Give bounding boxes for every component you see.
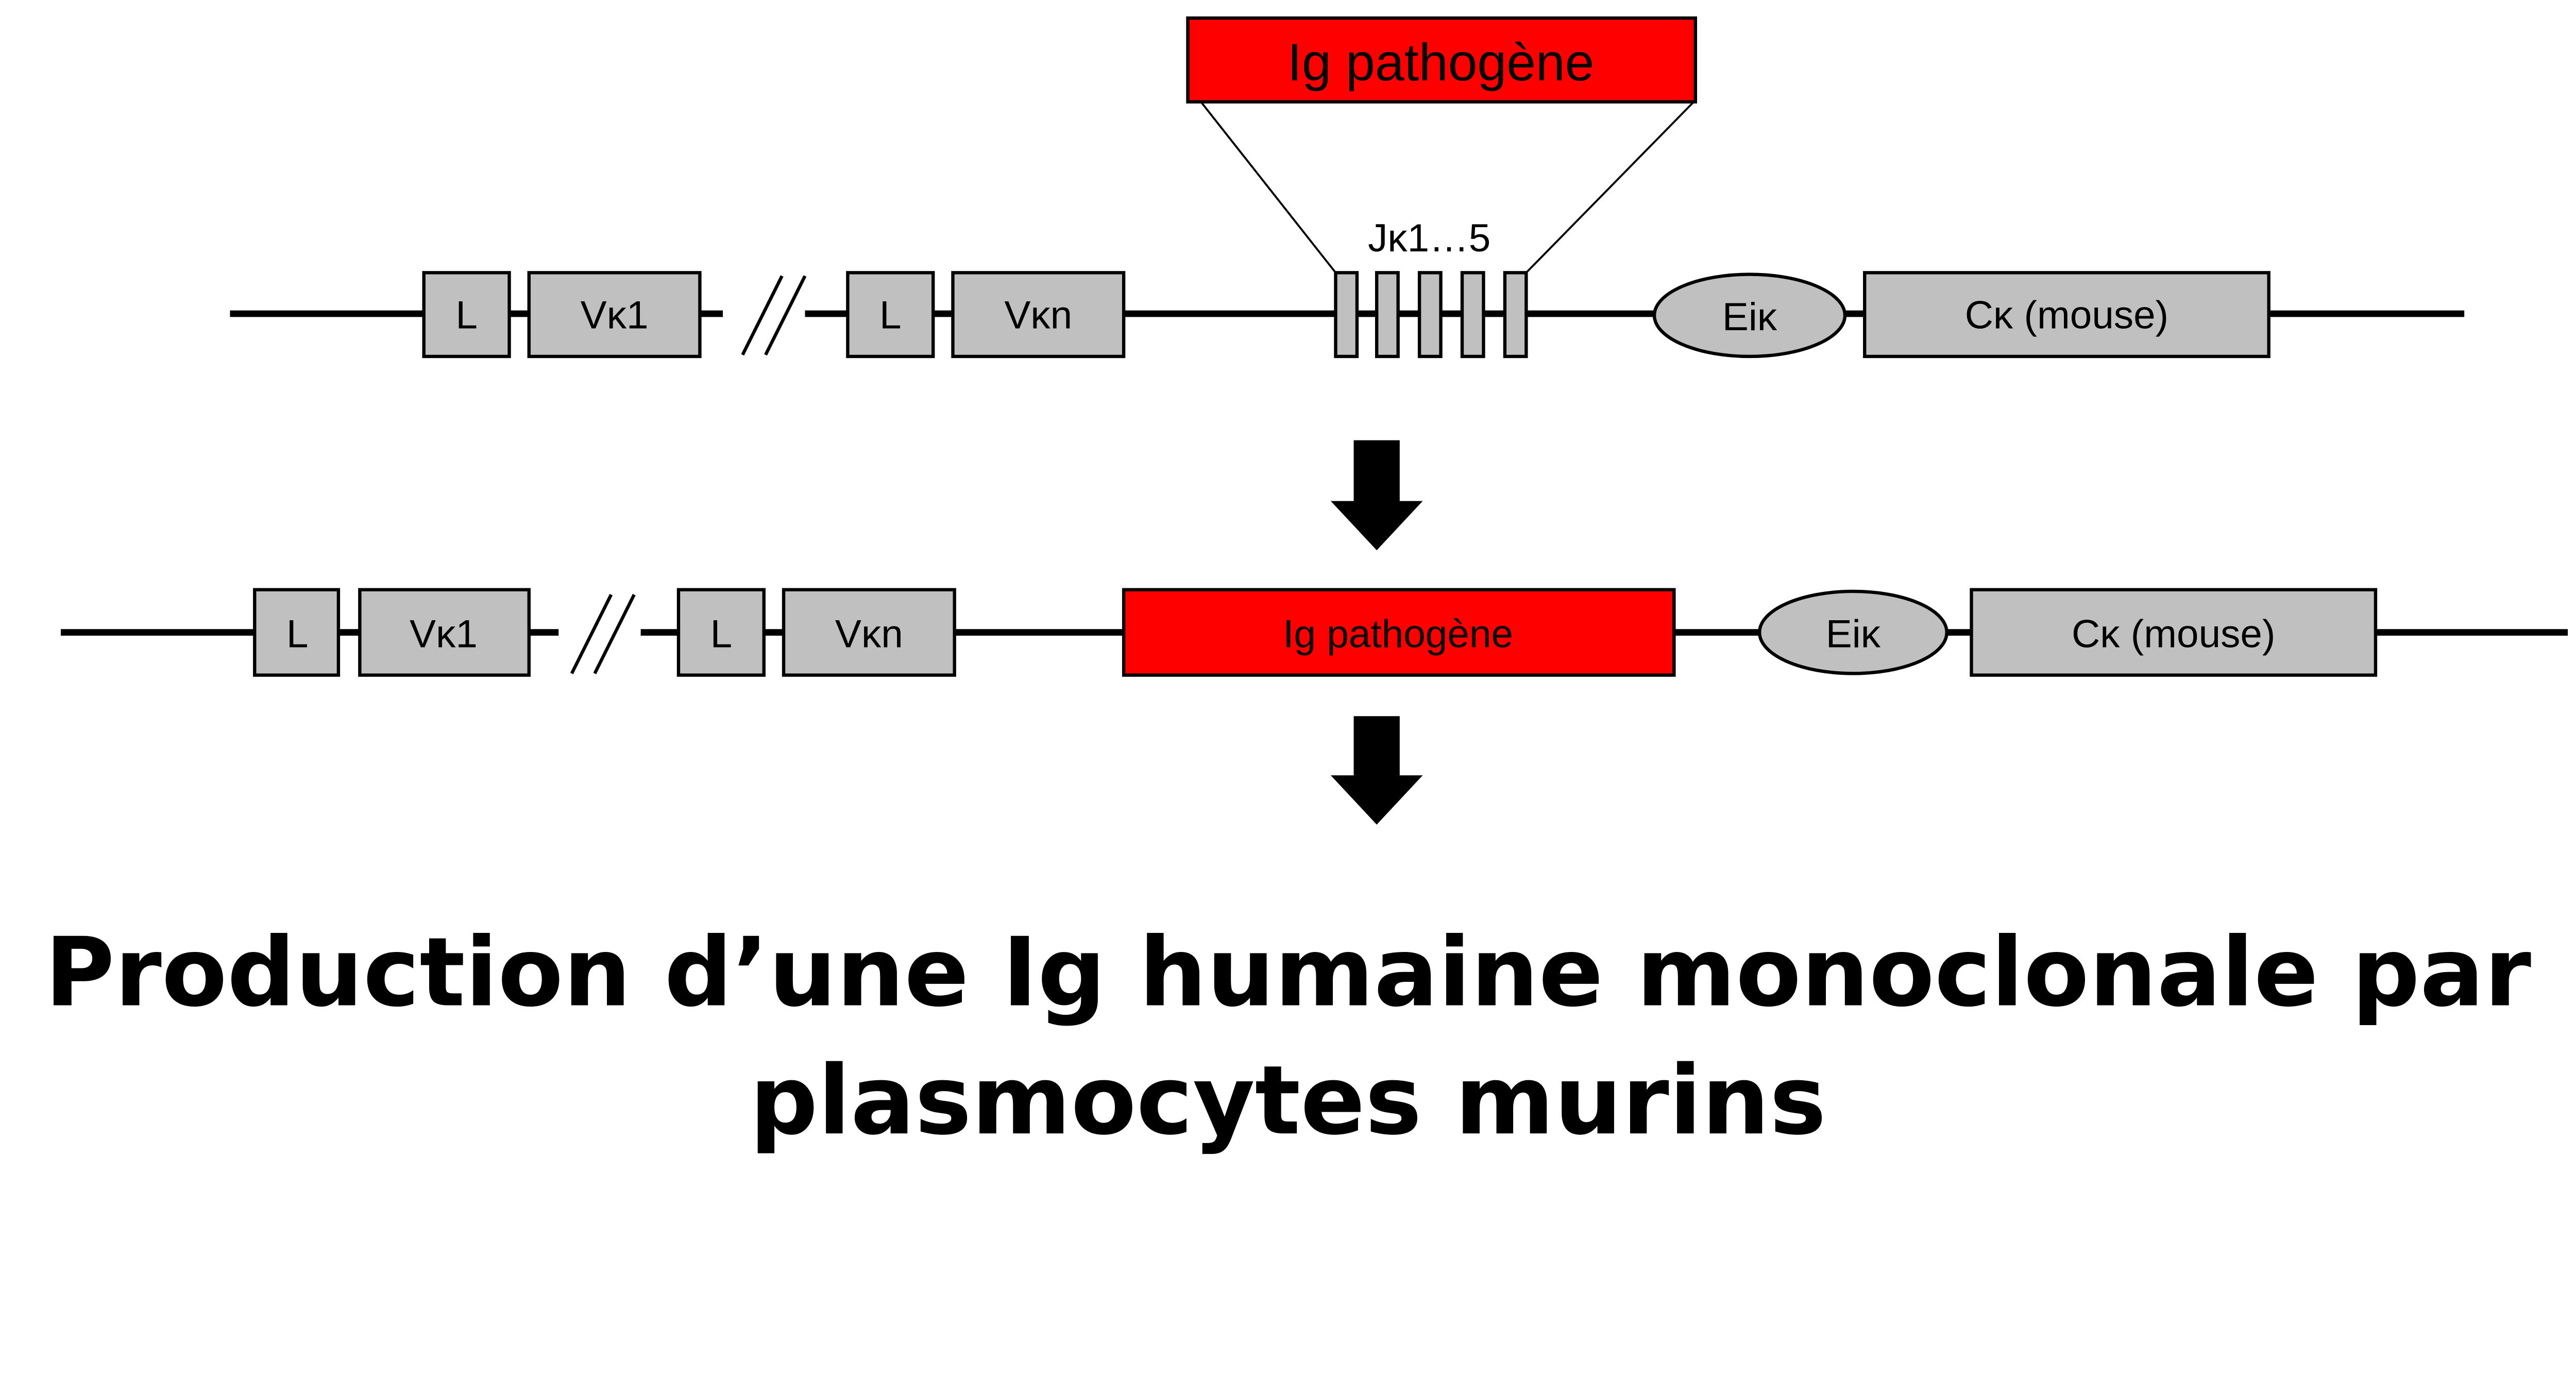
top-construct: L Vκ1 L Vκn Jκ1…5 Eiκ Cκ (mouse) Ig path… [230,16,2465,359]
ck-segment [1863,271,2270,359]
insert-label: Ig pathogène [1283,612,1513,656]
leader-segment [422,271,511,359]
break-slash [741,275,784,356]
ck-segment [1970,588,2378,677]
leader-label: L [286,612,309,656]
vk1-label: Vκ1 [410,612,478,656]
leader-label: L [879,294,902,337]
jk-segment [1417,271,1443,359]
leader-segment [253,588,341,677]
bottom-construct: L Vκ1 L Vκn Ig pathogène Eiκ Cκ (mouse) [60,588,2568,677]
eik-label: Eiκ [1826,612,1881,656]
down-arrow-icon [1330,440,1423,551]
jk-segment [1334,271,1359,359]
ck-label: Cκ (mouse) [1965,294,2168,337]
leader-segment [846,271,935,359]
leader-segment [676,588,766,677]
conclusion-line-1: Production d’une Ig humaine monoclonale … [45,917,2531,1028]
break-slash [593,593,636,674]
insert-guide-line [1200,101,1336,274]
vkn-label: Vκn [835,612,903,656]
insert-guide-line [1526,101,1694,274]
vkn-segment [951,271,1126,359]
vk1-segment [527,271,702,359]
eik-label: Eiκ [1722,295,1777,339]
vkn-label: Vκn [1004,294,1072,337]
vk1-segment [358,588,531,677]
insert-box [1186,16,1698,104]
conclusion-line-2: plasmocytes murins [750,1045,1826,1156]
eik-enhancer [1652,273,1847,359]
vk1-label: Vκ1 [581,294,649,337]
insert-label: Ig pathogène [1287,33,1595,92]
leader-label: L [455,294,478,337]
jk-segment [1503,271,1528,359]
eik-enhancer [1757,589,1948,675]
jk-segments [1334,271,1528,359]
jk-label: Jκ1…5 [1368,216,1490,260]
jk-segment [1375,271,1400,359]
vkn-segment [782,588,956,677]
knock-in-diagram: L Vκ1 L Vκn Jκ1…5 Eiκ Cκ (mouse) Ig path… [45,16,2568,1156]
ck-label: Cκ (mouse) [2072,612,2275,656]
down-arrow-icon [1330,716,1423,825]
insert-box [1122,588,1676,677]
break-slash [570,593,613,674]
leader-label: L [710,612,733,656]
break-slash [764,275,807,356]
jk-segment [1460,271,1485,359]
